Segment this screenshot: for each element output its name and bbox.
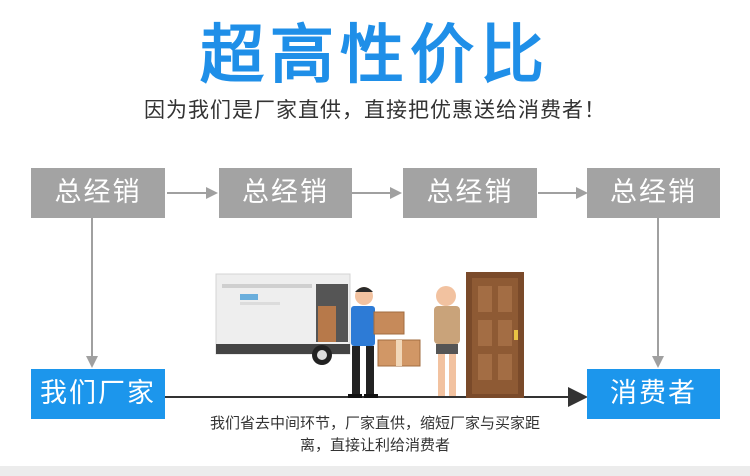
delivery-truck-icon <box>215 273 351 365</box>
note-line-1: 我们省去中间环节，厂家直供，缩短厂家与买家距 <box>209 414 540 432</box>
parcel-boxes-icon <box>373 311 421 367</box>
flow-note: 我们省去中间环节，厂家直供，缩短厂家与买家距 离，直接让利给消费者 <box>170 412 580 456</box>
page-title: 超高性价比 <box>200 19 550 93</box>
distributor-box-3: 总经销 <box>403 168 537 218</box>
bottom-divider <box>0 466 750 476</box>
door-icon <box>466 272 524 398</box>
delivery-man-icon <box>348 287 378 398</box>
note-line-2: 离，直接让利给消费者 <box>299 436 450 454</box>
customer-icon <box>434 286 460 396</box>
consumer-box: 消费者 <box>587 369 720 419</box>
distributor-box-4: 总经销 <box>587 168 720 218</box>
factory-box: 我们厂家 <box>31 369 165 419</box>
distributor-box-2: 总经销 <box>219 168 352 218</box>
distributor-box-1: 总经销 <box>31 168 165 218</box>
page-subtitle: 因为我们是厂家直供，直接把优惠送给消费者！ <box>144 98 606 122</box>
